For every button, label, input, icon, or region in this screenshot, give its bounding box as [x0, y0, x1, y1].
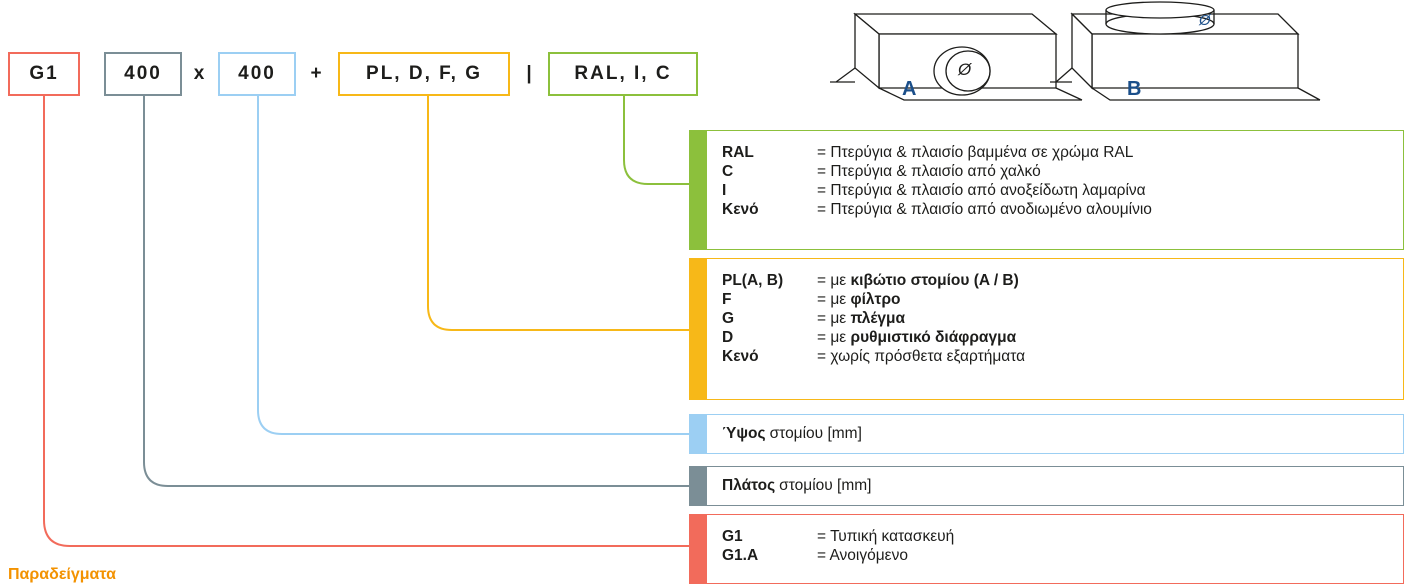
legend-width-bold: Πλάτος [722, 477, 776, 494]
diameter-symbol-b: Ø [1199, 12, 1211, 29]
code-finish: RAL, I, C [548, 52, 698, 96]
legend-finish-row: RAL = Πτερύγια & πλαισίο βαμμένα σε χρώμα… [722, 143, 1152, 162]
legend-finish-bar [689, 130, 707, 250]
legend-desc-bold: φίλτρο [850, 291, 901, 308]
code-accessories: PL, D, F, G [338, 52, 510, 96]
legend-desc-bold: ρυθμιστικό διάφραγμα [850, 329, 1017, 346]
legend-desc-bold: πλέγμα [850, 310, 906, 327]
legend-key: G1 [722, 528, 743, 545]
legend-desc: = με [817, 310, 847, 327]
legend-key: RAL [722, 144, 754, 161]
legend-accessories-row: D = με ρυθμιστικό διάφραγμα [722, 328, 1025, 347]
legend-accessories-row: Κενό = χωρίς πρόσθετα εξαρτήματα [722, 347, 1025, 366]
legend-desc: = με [817, 329, 847, 346]
legend-key: G1.A [722, 547, 759, 564]
legend-accessories-bar [689, 258, 707, 400]
legend-type-row: G1.A = Ανοιγόμενο [722, 546, 954, 565]
legend-key: G [722, 310, 735, 327]
legend-desc: = Ανοιγόμενο [817, 547, 908, 564]
connector-width [143, 96, 689, 487]
legend-accessories-panel: PL(A, B) = με κιβώτιο στομίου (A / B) F = … [689, 258, 1404, 400]
connector-finish [623, 96, 689, 185]
legend-finish-row: I = Πτερύγια & πλαισίο από ανοξείδωτη λαμ… [722, 181, 1152, 200]
connector-height [257, 96, 689, 435]
legend-accessories-rows: PL(A, B) = με κιβώτιο στομίου (A / B) F = … [722, 271, 1025, 366]
legend-accessories-row: F = με φίλτρο [722, 290, 1025, 309]
legend-desc: = με [817, 272, 847, 289]
legend-key: PL(A, B) [722, 272, 784, 289]
legend-key: Κενό [722, 348, 759, 365]
legend-key: D [722, 329, 734, 346]
legend-key: I [722, 182, 727, 199]
legend-desc: = Πτερύγια & πλαισίο από ανοξείδωτη λαμα… [817, 182, 1146, 199]
code-g1: G1 [8, 52, 80, 96]
legend-finish-row: Κενό = Πτερύγια & πλαισίο από ανοδιωμένο … [722, 200, 1152, 219]
legend-key: Κενό [722, 201, 759, 218]
examples-heading: Παραδείγματα [8, 566, 116, 583]
code-times: x [193, 63, 205, 84]
legend-type-panel: G1 = Τυπική κατασκευή G1.A = Ανοιγόμενο [689, 514, 1404, 584]
legend-type-rows: G1 = Τυπική κατασκευή G1.A = Ανοιγόμενο [722, 527, 954, 565]
legend-accessories-row: G = με πλέγμα [722, 309, 1025, 328]
code-pipe: | [526, 63, 532, 84]
code-height: 400 [218, 52, 296, 96]
box-b-label: B [1127, 78, 1142, 100]
legend-height-desc: στομίου [mm] [769, 425, 862, 442]
legend-height-bar [689, 414, 707, 454]
legend-desc: = Πτερύγια & πλαισίο βαμμένα σε χρώμα RA… [817, 144, 1134, 161]
code-width: 400 [104, 52, 182, 96]
legend-width-desc: στομίου [mm] [779, 477, 872, 494]
legend-type-bar [689, 514, 707, 584]
legend-width-bar [689, 466, 707, 506]
legend-desc: = με [817, 291, 847, 308]
diameter-symbol-a: Ø [958, 60, 972, 79]
legend-key: C [722, 163, 734, 180]
box-a-illustration [830, 12, 1083, 101]
legend-desc: = Πτερύγια & πλαισίο από ανοδιωμένο αλου… [817, 201, 1152, 218]
code-plus: + [310, 63, 322, 84]
connector-accessories [427, 96, 689, 331]
legend-desc: = Τυπική κατασκευή [817, 528, 955, 545]
legend-key: F [722, 291, 732, 308]
legend-finish-row: C = Πτερύγια & πλαισίο από χαλκό [722, 162, 1152, 181]
box-b-illustration [1050, 1, 1321, 101]
legend-height-bold: Ύψος [722, 425, 766, 442]
legend-type-row: G1 = Τυπική κατασκευή [722, 527, 954, 546]
legend-desc-bold: κιβώτιο στομίου (A / B) [850, 272, 1019, 289]
legend-finish-rows: RAL = Πτερύγια & πλαισίο βαμμένα σε χρώμα… [722, 143, 1152, 219]
legend-desc: = χωρίς πρόσθετα εξαρτήματα [817, 348, 1026, 365]
legend-desc: = Πτερύγια & πλαισίο από χαλκό [817, 163, 1041, 180]
legend-accessories-row: PL(A, B) = με κιβώτιο στομίου (A / B) [722, 271, 1025, 290]
connector-type [43, 96, 689, 547]
box-a-label: A [902, 78, 917, 100]
legend-finish-panel: RAL = Πτερύγια & πλαισίο βαμμένα σε χρώμα… [689, 130, 1404, 250]
